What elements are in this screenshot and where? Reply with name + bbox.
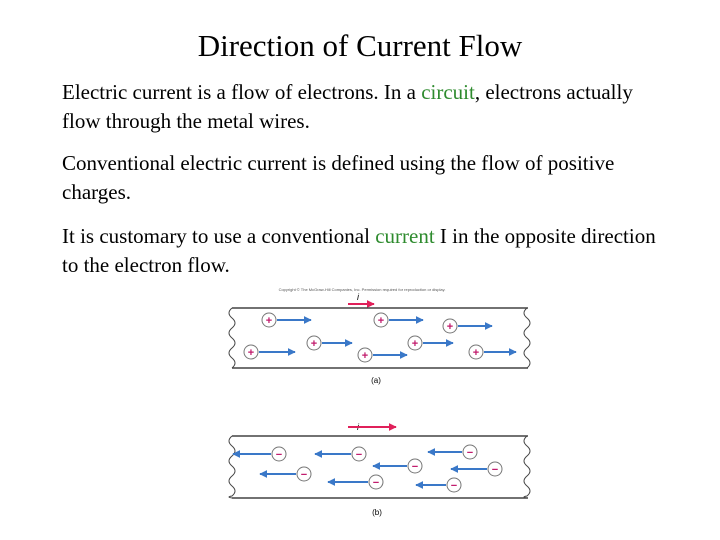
electrons: − − − − − − − −	[232, 444, 503, 493]
current-indicator-a: i	[348, 292, 375, 308]
positive-charge	[407, 335, 423, 351]
charge-sign: +	[473, 347, 479, 359]
electron	[368, 474, 384, 490]
charge-sign: −	[492, 464, 498, 476]
charge-sign: −	[356, 449, 362, 461]
circuit-link[interactable]: circuit	[421, 80, 475, 104]
paragraph-customary-direction: It is customary to use a conventional cu…	[62, 222, 662, 280]
positive-charge	[468, 344, 484, 360]
charge-sign: +	[378, 315, 384, 327]
wire-break-right	[523, 435, 531, 499]
current-symbol: i	[357, 292, 360, 302]
charge-sign: +	[447, 321, 453, 333]
paragraph-electric-current: Electric current is a flow of electrons.…	[62, 78, 662, 136]
charge-sign: +	[248, 347, 254, 359]
panel-a-label: (a)	[371, 376, 381, 385]
charge-sign: −	[467, 447, 473, 459]
paragraph-text: I in the opposite direction to the elect…	[62, 224, 656, 277]
positive-charge	[261, 312, 277, 328]
paragraph-conventional-current: Conventional electric current is defined…	[62, 151, 615, 204]
electron	[351, 446, 367, 462]
copyright-notice: Copyright © The McGraw-Hill Companies, I…	[279, 287, 446, 292]
positive-charge	[306, 335, 322, 351]
current-indicator-b: i	[348, 422, 397, 432]
electron	[446, 477, 462, 493]
electron	[487, 461, 503, 477]
wire-b	[228, 435, 531, 499]
charge-sign: +	[362, 350, 368, 362]
charge-sign: −	[412, 461, 418, 473]
wire-break-left	[228, 307, 236, 369]
positive-charge	[243, 344, 259, 360]
electron	[407, 458, 423, 474]
charge-sign: +	[311, 338, 317, 350]
paragraph-text: It is customary to use a conventional	[62, 224, 376, 248]
wire-break-right	[523, 307, 531, 369]
slide-title: Direction of Current Flow	[197, 28, 523, 63]
charge-sign: −	[301, 469, 307, 481]
positive-charges: + + + + + + + +	[243, 312, 517, 363]
panel-b-label: (b)	[372, 508, 382, 517]
current-flow-diagram: Copyright © The McGraw-Hill Companies, I…	[228, 287, 531, 517]
positive-charge	[442, 318, 458, 334]
charge-sign: +	[266, 315, 272, 327]
electron	[296, 466, 312, 482]
charge-sign: −	[373, 477, 379, 489]
wire-a	[228, 307, 531, 369]
electron	[462, 444, 478, 460]
electron	[271, 446, 287, 462]
charge-sign: −	[276, 449, 282, 461]
charge-sign: +	[412, 338, 418, 350]
positive-charge	[373, 312, 389, 328]
charge-sign: −	[451, 480, 457, 492]
positive-charge	[357, 347, 373, 363]
paragraph-text: Electric current is a flow of electrons.…	[62, 80, 422, 104]
wire-break-left	[228, 435, 236, 499]
paragraph-text: , electrons actually flow through the me…	[62, 80, 633, 133]
current-link[interactable]: current	[375, 224, 435, 248]
